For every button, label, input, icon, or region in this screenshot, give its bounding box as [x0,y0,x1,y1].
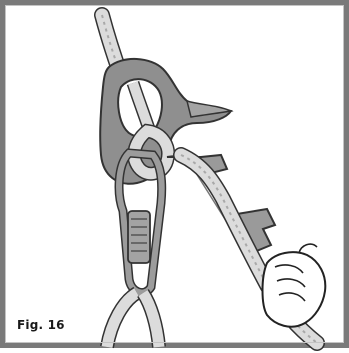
belay-device-illustration [5,5,349,353]
figure-caption: Fig. 16 [17,318,65,332]
belayer-hand [263,244,326,327]
sling [107,293,159,347]
